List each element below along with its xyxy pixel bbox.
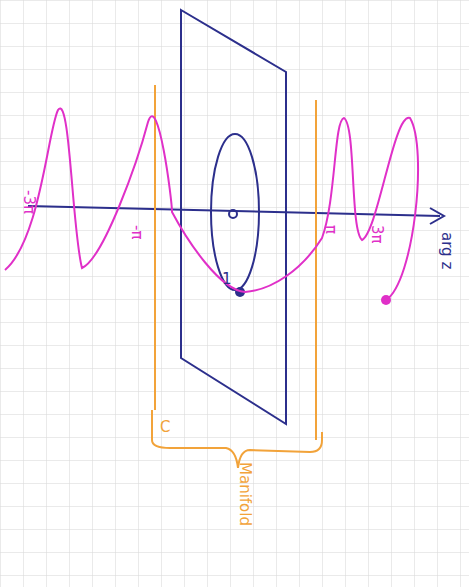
tick-label: π — [323, 225, 338, 234]
tick-label: -3π — [21, 190, 36, 214]
point-label: 1 — [222, 272, 232, 287]
tick-label: 3π — [369, 225, 384, 244]
region-label: C — [160, 420, 170, 435]
tick-label: -π — [129, 225, 144, 239]
bracket-label: Manifold — [237, 462, 252, 526]
axis-label: arg z — [439, 232, 454, 269]
